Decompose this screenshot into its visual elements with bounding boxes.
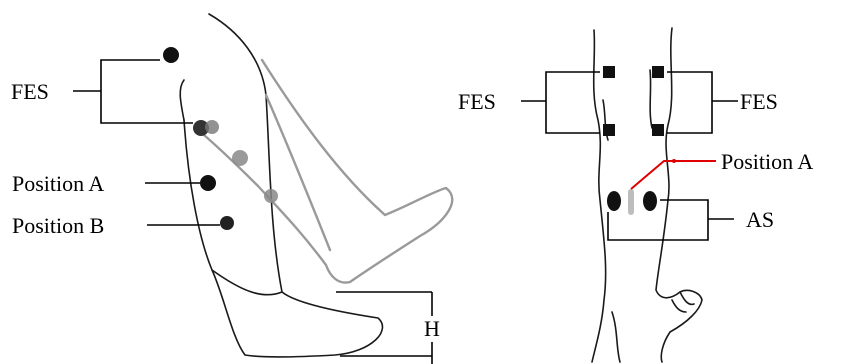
left-leg-side-view: FES Position A Position B H (11, 14, 452, 364)
height-label: H (424, 316, 440, 341)
position-a-label-left-view: Position A (12, 171, 104, 196)
back-leg-inner-line-2 (650, 70, 652, 128)
fes-bracket-right-view-right (667, 72, 712, 133)
shin-back-outline (212, 270, 282, 295)
flexed-electrode-1 (205, 120, 219, 134)
as-electrode-left (607, 191, 621, 211)
flexed-leg-outline (196, 60, 452, 283)
fes-label-right-view-left: FES (458, 89, 496, 114)
as-label: AS (746, 207, 774, 232)
position-b-electrode (220, 216, 234, 230)
as-bracket (608, 200, 708, 240)
fes-electrode-top-left (603, 66, 615, 78)
position-a-electrode (200, 175, 216, 191)
fes-electrode-bottom-left (603, 124, 615, 136)
fes-bracket-right-view-left (546, 72, 600, 133)
fes-label-right-view-right: FES (740, 89, 778, 114)
flexed-electrode-3 (264, 189, 278, 203)
fes-electrode-bottom-right (652, 124, 664, 136)
position-a-leader-right-view (631, 161, 716, 189)
fes-bracket-left-view (101, 60, 193, 123)
fes-electrode-upper (163, 47, 179, 63)
position-a-label-right-view: Position A (721, 149, 813, 174)
position-a-leader-dot (672, 159, 676, 163)
flexed-electrode-2 (232, 150, 248, 166)
as-electrode-right (643, 191, 657, 211)
back-leg-left-outline (592, 30, 606, 362)
fes-electrode-top-right (652, 66, 664, 78)
back-foot-outline (612, 292, 694, 362)
position-a-gap-marker (628, 189, 634, 215)
position-b-label-left-view: Position B (12, 213, 104, 238)
thigh-front-outline (180, 80, 184, 120)
right-leg-back-view: FES FES Position A AS (458, 28, 813, 362)
fes-label-left-view: FES (11, 79, 49, 104)
back-leg-right-outline (656, 28, 702, 362)
flexed-shin-outline (266, 95, 330, 250)
